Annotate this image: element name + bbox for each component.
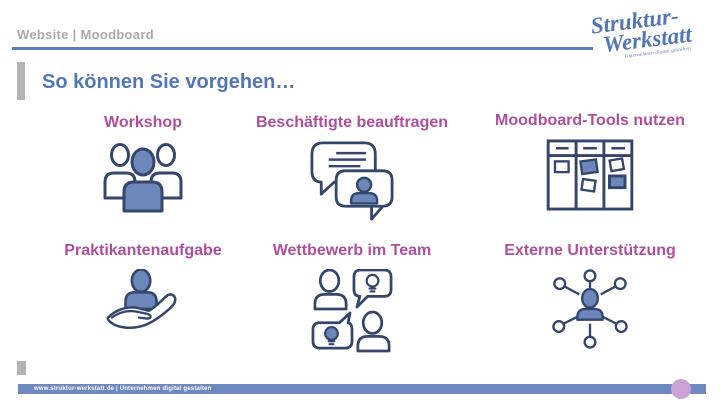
grid-item-workshop: Workshop: [45, 114, 241, 213]
title-accent-bar: [17, 62, 25, 100]
grid-item-praktikantenaufgabe: Praktikantenaufgabe: [45, 242, 241, 339]
breadcrumb: Website | Moodboard: [17, 27, 154, 42]
team-idea-bubbles-icon: [244, 269, 460, 353]
footer-dot: [671, 379, 691, 399]
page-title: So können Sie vorgehen…: [42, 71, 296, 93]
kanban-board-icon: [478, 139, 702, 211]
item-label: Wettbewerb im Team: [272, 242, 432, 259]
grid-item-moodboard-tools: Moodboard-Tools nutzen: [478, 112, 702, 211]
item-label: Praktikantenaufgabe: [64, 242, 222, 259]
grid-item-wettbewerb: Wettbewerb im Team: [244, 242, 460, 353]
hand-holding-person-icon: [45, 269, 241, 339]
header-divider: [12, 47, 593, 50]
footer-text: www.struktur-werkstatt.de | Unternehmen …: [34, 386, 212, 392]
item-label: Moodboard-Tools nutzen: [495, 112, 685, 129]
chat-bubbles-person-icon: [244, 141, 460, 223]
footer-accent-block: [17, 361, 26, 375]
person-network-icon: [478, 269, 702, 349]
grid-item-externe: Externe Unterstützung: [478, 242, 702, 349]
footer-bar: www.struktur-werkstatt.de | Unternehmen …: [18, 384, 706, 394]
item-label: Workshop: [104, 114, 182, 131]
company-logo: Struktur- Werkstatt Unternehmen digital …: [574, 0, 719, 65]
grid-item-beschaeftigte: Beschäftigte beauftragen: [244, 114, 460, 223]
people-group-icon: [45, 141, 241, 213]
item-label: Externe Unterstützung: [504, 242, 676, 259]
item-label: Beschäftigte beauftragen: [255, 114, 449, 131]
